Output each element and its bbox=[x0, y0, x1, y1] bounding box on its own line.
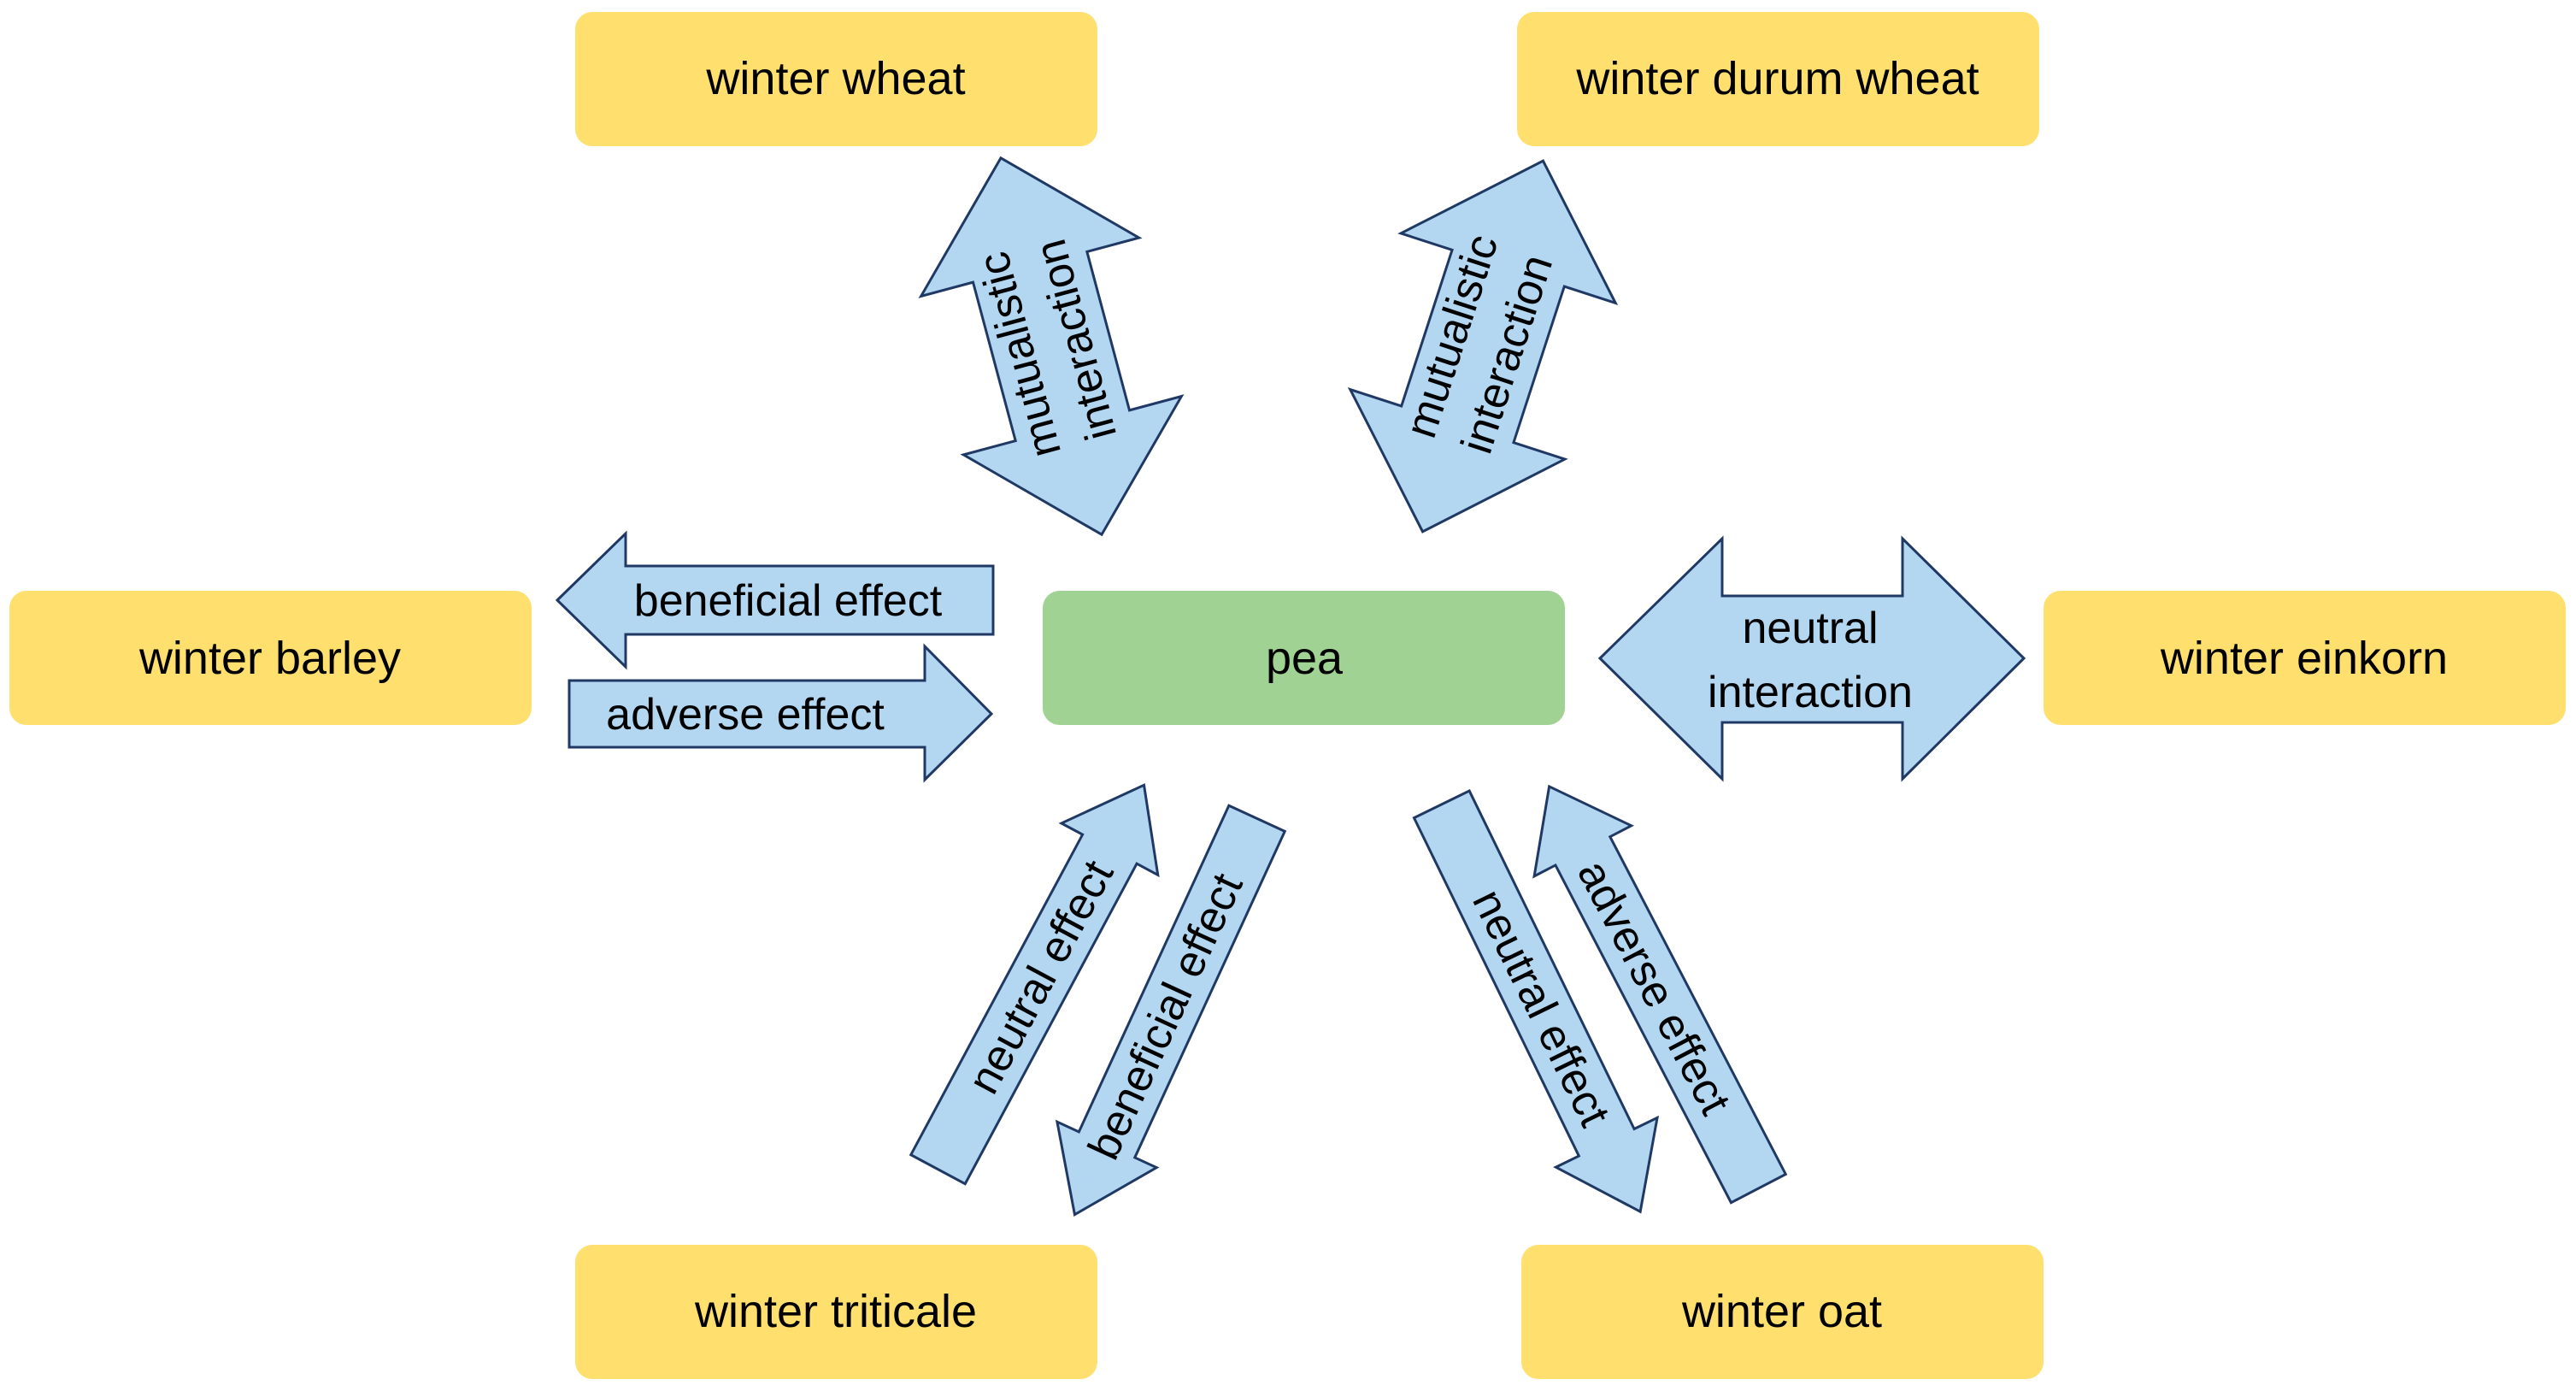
arrow-barley-adverse-label: adverse effect bbox=[606, 690, 885, 740]
node-winter-einkorn-label: winter einkorn bbox=[2160, 633, 2448, 684]
arrow-triticale-neutral-label: neutral effect bbox=[959, 852, 1124, 1102]
node-winter-oat-label: winter oat bbox=[1681, 1286, 1882, 1337]
node-winter-wheat: winter wheat bbox=[575, 12, 1097, 146]
arrow-einkorn-neutral-label-line2: interaction bbox=[1708, 668, 1913, 717]
node-pea: pea bbox=[1043, 591, 1565, 725]
node-winter-barley: winter barley bbox=[9, 591, 532, 725]
node-winter-einkorn: winter einkorn bbox=[2044, 591, 2566, 725]
arrow-barley-beneficial-label: beneficial effect bbox=[634, 576, 943, 626]
node-winter-durum-wheat-label: winter durum wheat bbox=[1575, 53, 1979, 104]
arrow-durum-pea-mutualistic: mutualistic interaction bbox=[1347, 159, 1619, 533]
node-winter-wheat-label: winter wheat bbox=[705, 53, 965, 104]
arrow-barley-beneficial: beneficial effect bbox=[555, 530, 995, 670]
node-winter-triticale: winter triticale bbox=[575, 1245, 1097, 1379]
arrow-wheat-pea-mutualistic: mutualistic interaction bbox=[918, 156, 1185, 537]
node-winter-triticale-label: winter triticale bbox=[694, 1286, 977, 1337]
node-winter-barley-label: winter barley bbox=[138, 633, 401, 684]
node-pea-label: pea bbox=[1266, 633, 1344, 684]
arrow-einkorn-neutral: neutral interaction bbox=[1597, 535, 2026, 782]
node-winter-oat: winter oat bbox=[1521, 1245, 2044, 1379]
arrow-barley-adverse: adverse effect bbox=[568, 643, 994, 783]
node-winter-durum-wheat: winter durum wheat bbox=[1517, 12, 2039, 146]
arrow-einkorn-neutral-label-line1: neutral bbox=[1743, 604, 1879, 653]
